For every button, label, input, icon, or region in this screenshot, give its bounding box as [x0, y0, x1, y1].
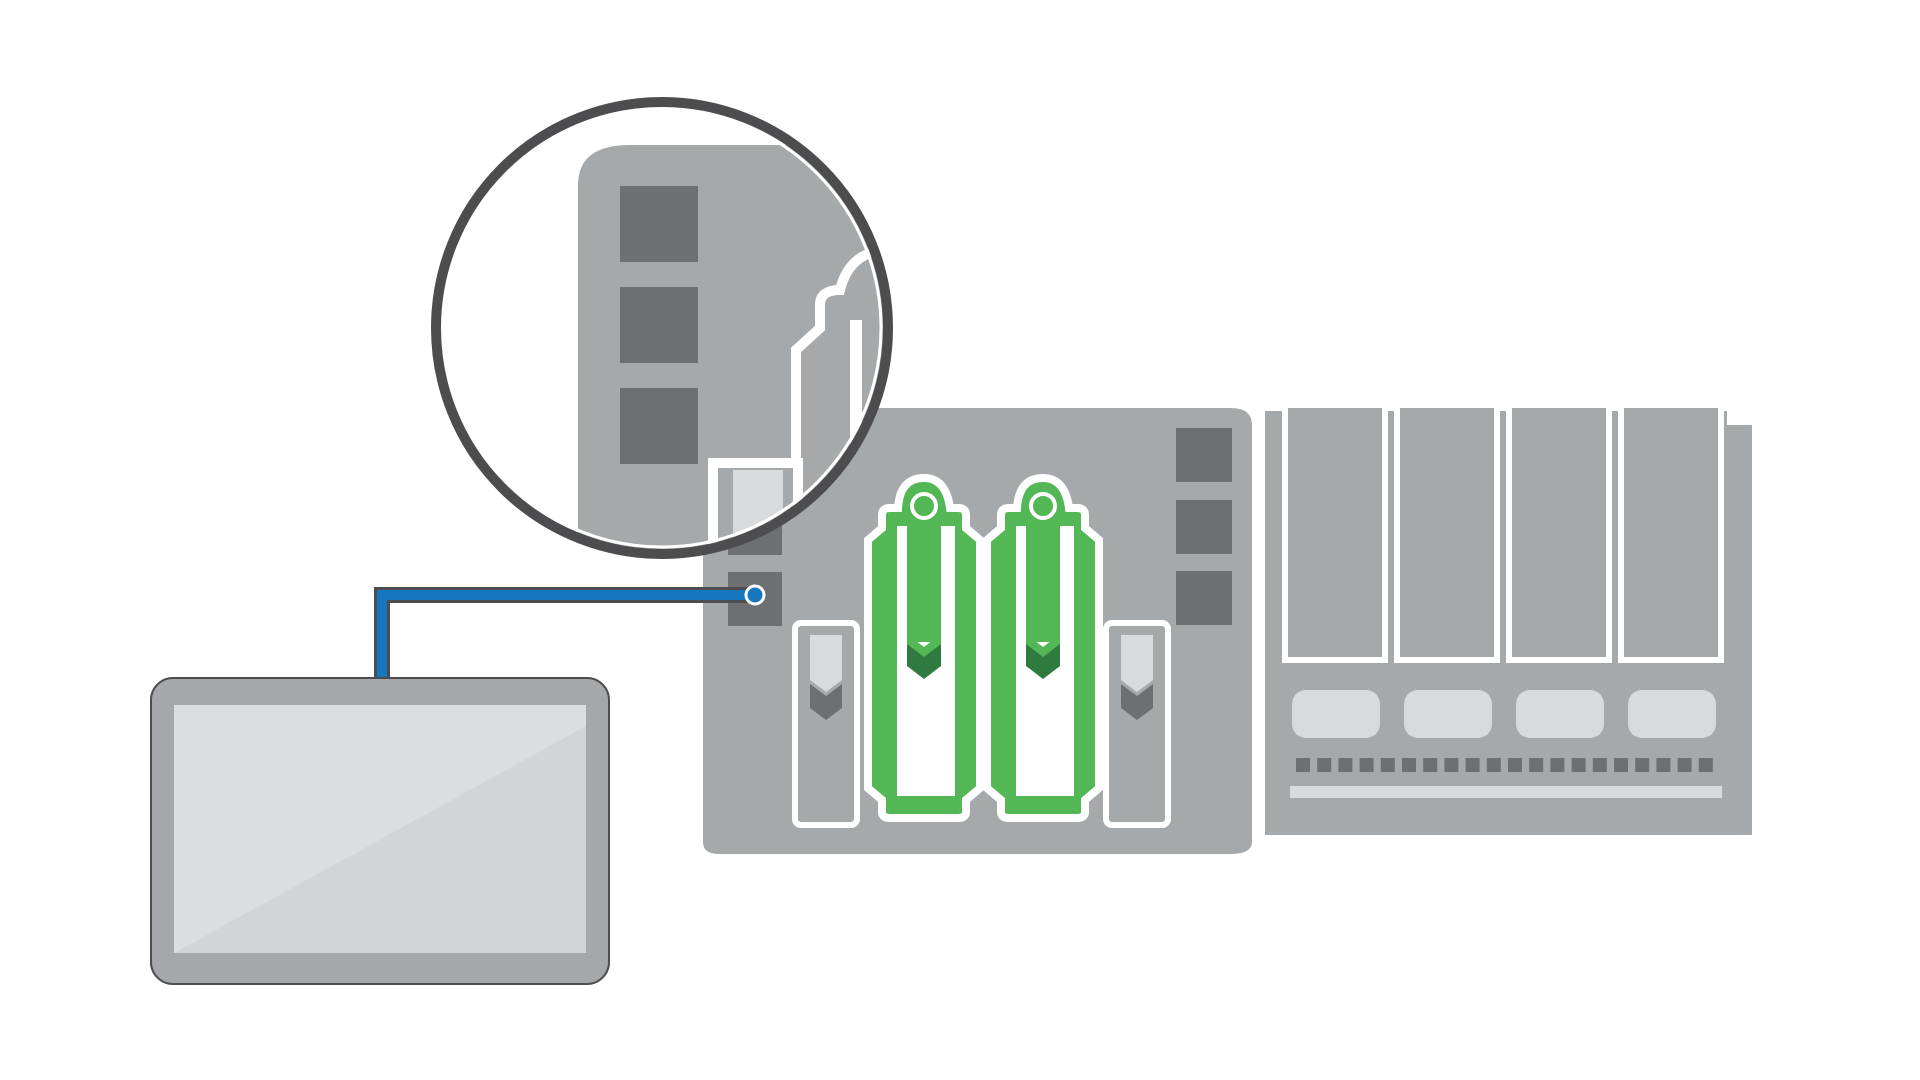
- ethernet-cable: [374, 584, 766, 685]
- zoom-ring: [431, 97, 893, 559]
- status-port-3: [1176, 571, 1232, 625]
- module-slot-3-latch: [1029, 492, 1057, 520]
- module-slot-3-bar: [1026, 522, 1060, 642]
- io-rack-terminals: [1296, 758, 1713, 772]
- io-rack-terminal: [1677, 758, 1692, 772]
- module-slot-2-chevron: [907, 642, 941, 679]
- io-rack-terminal: [1656, 758, 1671, 772]
- module-slot-2-arrow: [907, 634, 941, 657]
- tablet-screen-shade: [174, 726, 586, 953]
- module-slot-3-arrow: [1026, 634, 1060, 657]
- io-rack-bay-2[interactable]: [1394, 402, 1500, 663]
- io-rack-terminal: [1614, 758, 1628, 772]
- io-rack: [1259, 402, 1758, 841]
- module-slots: [792, 473, 1171, 828]
- zoom-magnifier: [431, 97, 893, 559]
- io-rack-terminal: [1359, 758, 1374, 772]
- status-port-2: [1176, 500, 1232, 554]
- io-rack-terminal: [1296, 758, 1310, 772]
- io-rack-terminal: [1444, 758, 1459, 772]
- module-slot-4[interactable]: [1103, 620, 1171, 828]
- module-slot-1-indicator: [810, 635, 842, 692]
- plc-controller: [697, 402, 1258, 860]
- status-port-1: [1176, 428, 1232, 482]
- zoom-ring-inner: [441, 107, 883, 549]
- io-rack-bays: [1282, 402, 1724, 663]
- io-rack-bay-1[interactable]: [1282, 402, 1388, 663]
- io-rack-bay-3[interactable]: [1506, 402, 1612, 663]
- module-slot-4-chevron: [1121, 684, 1153, 720]
- io-rack-terminal: [1465, 758, 1480, 772]
- io-rack-terminal: [1317, 758, 1332, 772]
- tablet-device[interactable]: [150, 677, 610, 985]
- io-rack-buttons: [1292, 690, 1716, 738]
- io-rack-button-1[interactable]: [1292, 690, 1380, 738]
- io-rack-bay-4[interactable]: [1618, 402, 1724, 663]
- io-rack-terminal: [1550, 758, 1565, 772]
- zoom-port-3: [620, 388, 698, 464]
- io-rack-rail: [1290, 786, 1722, 798]
- io-rack-terminal: [1529, 758, 1544, 772]
- zoom-port-1: [620, 186, 698, 262]
- io-rack-terminal: [1635, 758, 1650, 772]
- module-slot-2[interactable]: [864, 473, 984, 822]
- module-slot-3-chevron: [1026, 642, 1060, 679]
- cable-line: [377, 590, 754, 685]
- zoom-content: [578, 145, 885, 551]
- module-slot-3[interactable]: [983, 473, 1103, 822]
- cable-connector: [744, 584, 766, 606]
- zoom-port-2: [620, 287, 698, 363]
- io-rack-terminal: [1380, 758, 1395, 772]
- io-rack-terminal: [1402, 758, 1416, 772]
- module-slot-4-indicator: [1121, 635, 1153, 692]
- io-rack-terminal: [1508, 758, 1522, 772]
- io-rack-terminal: [1338, 758, 1353, 772]
- module-slot-1[interactable]: [792, 620, 860, 828]
- io-rack-terminal: [1571, 758, 1586, 772]
- module-slot-2-latch: [910, 492, 938, 520]
- io-rack-terminal: [1592, 758, 1607, 772]
- io-rack-terminal: [1423, 758, 1438, 772]
- module-slot-2-bar: [907, 522, 941, 642]
- io-rack-terminal: [1698, 758, 1713, 772]
- io-rack-button-4[interactable]: [1628, 690, 1716, 738]
- io-rack-terminal: [1486, 758, 1501, 772]
- module-slot-1-chevron: [810, 684, 842, 720]
- io-rack-button-3[interactable]: [1516, 690, 1604, 738]
- io-rack-button-2[interactable]: [1404, 690, 1492, 738]
